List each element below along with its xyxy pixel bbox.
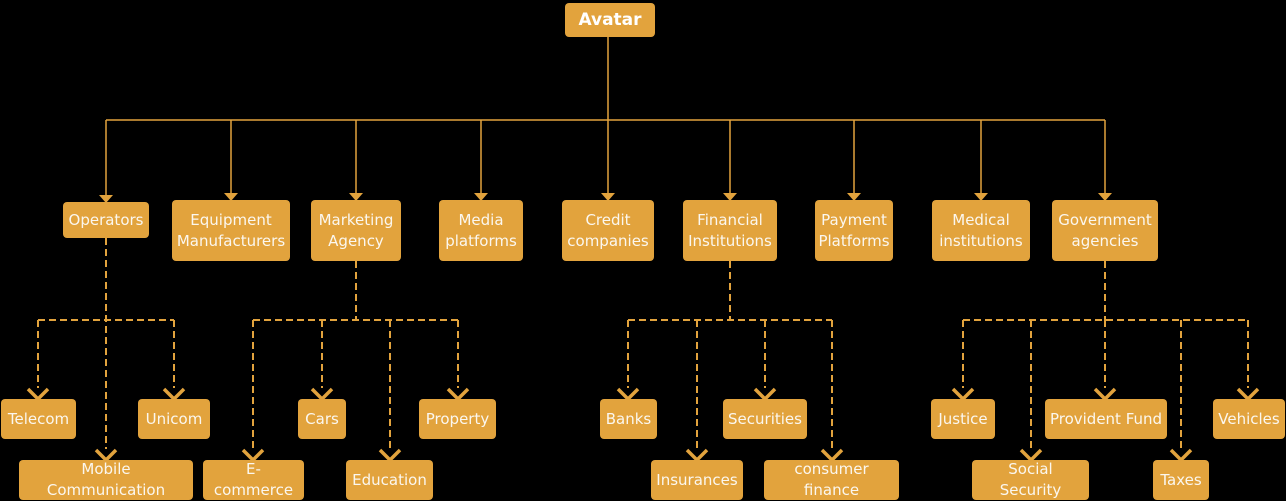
- arrowhead-insurances: [685, 448, 709, 463]
- node-medical-institutions: Medical institutions: [932, 200, 1030, 261]
- node-banks: Banks: [600, 399, 657, 439]
- arrowhead-taxes: [1169, 448, 1193, 463]
- node-education: Education: [346, 460, 433, 500]
- node-media-platforms: Media platforms: [439, 200, 523, 261]
- node-vehicles: Vehicles: [1213, 399, 1285, 439]
- arrowhead-cars: [310, 387, 334, 402]
- node-mobile-communication: Mobile Communication: [19, 460, 193, 500]
- node-telecom: Telecom: [1, 399, 76, 439]
- arrowhead-vehicles: [1236, 387, 1260, 402]
- arrowhead-government-agencies: [1098, 193, 1112, 201]
- arrowhead-unicom: [162, 387, 186, 402]
- node-ecommerce: E-commerce: [203, 460, 304, 500]
- arrowhead-credit-companies: [601, 193, 615, 201]
- arrowhead-banks: [616, 387, 640, 402]
- node-taxes: Taxes: [1153, 460, 1209, 500]
- arrowhead-medical-institutions: [974, 193, 988, 201]
- arrowhead-operators: [99, 195, 113, 203]
- arrowhead-education: [378, 448, 402, 463]
- node-government-agencies: Government agencies: [1052, 200, 1158, 261]
- node-unicom: Unicom: [138, 399, 210, 439]
- node-credit-companies: Credit companies: [562, 200, 654, 261]
- node-provident-fund: Provident Fund: [1045, 399, 1167, 439]
- node-marketing-agency: Marketing Agency: [311, 200, 401, 261]
- node-property: Property: [419, 399, 496, 439]
- arrowhead-provident-fund: [1093, 387, 1117, 402]
- arrowhead-media-platforms: [474, 193, 488, 201]
- arrowhead-property: [446, 387, 470, 402]
- node-payment-platforms: Payment Platforms: [815, 200, 893, 261]
- arrowhead-telecom: [26, 387, 50, 402]
- node-insurances: Insurances: [651, 460, 743, 500]
- node-securities: Securities: [723, 399, 807, 439]
- arrowhead-payment-platforms: [847, 193, 861, 201]
- arrowhead-marketing-agency: [349, 193, 363, 201]
- solid-edges: [99, 37, 1112, 203]
- arrowhead-justice: [951, 387, 975, 402]
- node-justice: Justice: [931, 399, 995, 439]
- node-social-security: Social Security: [972, 460, 1089, 500]
- arrowhead-financial-institutions: [723, 193, 737, 201]
- arrowhead-securities: [753, 387, 777, 402]
- node-equipment-manufacturers: Equipment Manufacturers: [172, 200, 290, 261]
- node-financial-institutions: Financial Institutions: [683, 200, 777, 261]
- node-avatar: Avatar: [565, 3, 655, 37]
- node-operators: Operators: [63, 202, 149, 238]
- node-cars: Cars: [298, 399, 346, 439]
- arrowhead-equipment-manufacturers: [224, 193, 238, 201]
- node-consumer-finance: consumer finance: [764, 460, 899, 500]
